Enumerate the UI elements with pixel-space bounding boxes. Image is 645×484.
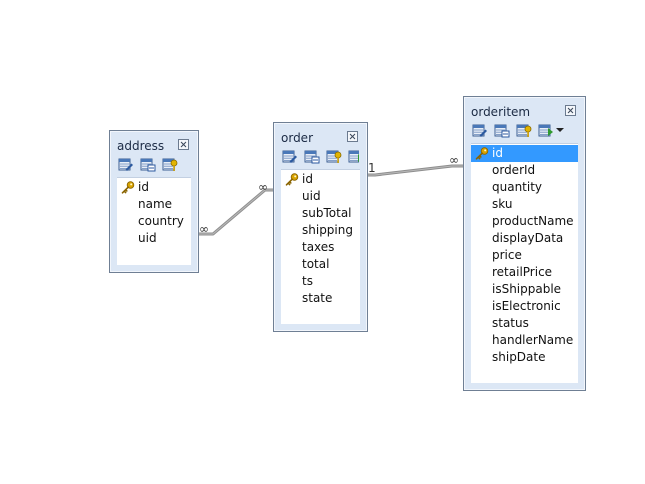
field-row[interactable]: shipDate [471,349,578,366]
field-name: sku [492,197,513,211]
key-manage-icon[interactable] [516,124,532,138]
field-row[interactable]: taxes [281,239,360,256]
field-list[interactable]: id uid subTotal shipping taxes total ts state [281,169,360,324]
field-name: taxes [302,240,335,254]
field-row[interactable]: retailPrice [471,264,578,281]
field-name: ts [302,274,313,288]
table-title: orderitem [471,105,531,119]
table-address[interactable]: address id name country uid [109,130,199,273]
relationship-target-cardinality: ∞ [199,222,209,236]
field-name: handlerName [492,333,574,347]
field-name: country [138,214,184,228]
table-properties-icon[interactable] [282,150,298,164]
field-name: id [302,172,313,186]
field-name: shipping [302,223,353,237]
field-row[interactable]: ts [281,273,360,290]
primary-key-icon [121,181,135,194]
field-list[interactable]: id name country uid [117,177,191,265]
table-title: address [117,139,165,153]
field-name: orderId [492,163,536,177]
primary-key-icon [475,147,489,160]
key-manage-icon[interactable] [326,150,342,164]
close-icon[interactable] [565,105,576,116]
field-row[interactable]: orderId [471,162,578,179]
field-row[interactable]: price [471,247,578,264]
field-name: state [302,291,333,305]
field-row[interactable]: shipping [281,222,360,239]
field-row[interactable]: subTotal [281,205,360,222]
key-manage-icon[interactable] [162,158,178,172]
field-row[interactable]: uid [281,188,360,205]
view-data-icon[interactable] [304,150,320,164]
field-row[interactable]: name [117,196,191,213]
add-column-icon[interactable] [538,124,554,138]
table-toolbar [472,123,577,141]
field-name: id [492,146,503,160]
field-name: shipDate [492,350,546,364]
table-header[interactable]: address [110,131,198,153]
field-name: isShippable [492,282,562,296]
field-name: id [138,180,149,194]
field-row[interactable]: quantity [471,179,578,196]
field-row[interactable]: status [471,315,578,332]
field-row[interactable]: productName [471,213,578,230]
field-row[interactable]: isShippable [471,281,578,298]
field-row[interactable]: id [117,179,191,196]
primary-key-icon [285,173,299,186]
close-icon[interactable] [347,131,358,142]
table-toolbar [282,149,359,167]
field-name: name [138,197,173,211]
table-toolbar [118,157,190,175]
view-data-icon[interactable] [140,158,156,172]
table-header[interactable]: order [274,123,367,145]
field-name: total [302,257,330,271]
field-row[interactable]: id [281,171,360,188]
field-name: price [492,248,522,262]
chevron-down-icon[interactable] [556,128,564,132]
close-icon[interactable] [178,139,189,150]
field-name: isElectronic [492,299,561,313]
field-row[interactable]: id [471,145,578,162]
field-name: displayData [492,231,564,245]
field-name: quantity [492,180,543,194]
field-row[interactable]: displayData [471,230,578,247]
field-row[interactable]: state [281,290,360,307]
table-properties-icon[interactable] [118,158,134,172]
field-row[interactable]: country [117,213,191,230]
field-name: uid [302,189,321,203]
table-properties-icon[interactable] [472,124,488,138]
relationship-order-orderitem[interactable]: 1∞ [366,153,463,177]
table-order[interactable]: order id uid subTotal shipping taxes total ts st… [273,122,368,332]
relationship-source-cardinality: 1 [368,161,376,175]
field-name: uid [138,231,157,245]
relationship-order-address[interactable]: ∞∞ [197,180,273,236]
field-name: subTotal [302,206,352,220]
field-name: status [492,316,529,330]
table-title: order [281,131,313,145]
field-list[interactable]: id orderId quantity sku productName displayDa… [471,143,578,383]
add-column-icon[interactable] [348,150,359,164]
field-name: retailPrice [492,265,553,279]
field-row[interactable]: uid [117,230,191,247]
field-row[interactable]: sku [471,196,578,213]
table-header[interactable]: orderitem [464,97,585,119]
relationship-target-cardinality: ∞ [449,153,459,167]
field-row[interactable]: isElectronic [471,298,578,315]
field-row[interactable]: handlerName [471,332,578,349]
field-row[interactable]: total [281,256,360,273]
view-data-icon[interactable] [494,124,510,138]
field-name: productName [492,214,574,228]
table-orderitem[interactable]: orderitem id orderId quantity sku productName… [463,96,586,391]
relationship-source-cardinality: ∞ [258,180,268,194]
